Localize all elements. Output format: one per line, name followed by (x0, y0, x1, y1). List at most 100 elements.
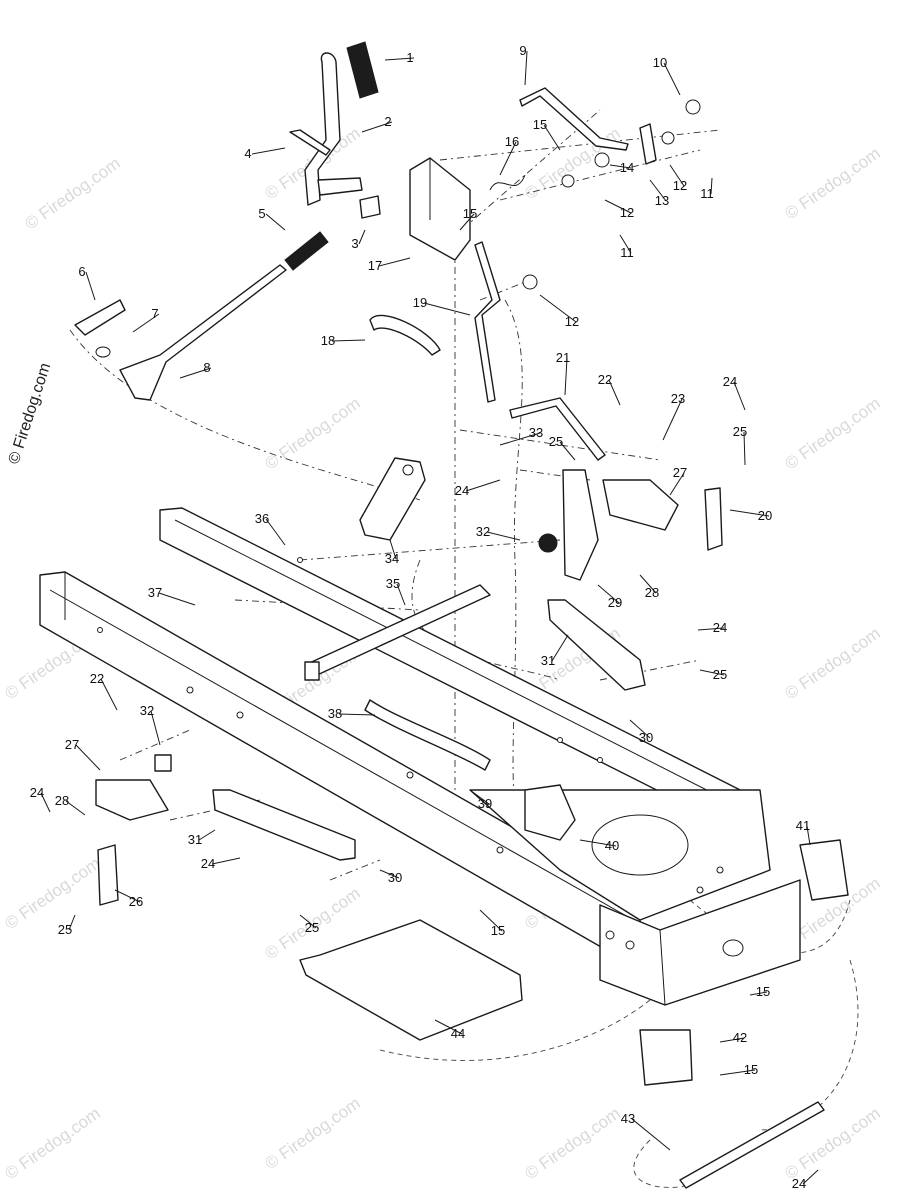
callout-number: 24 (723, 374, 737, 389)
callout-number: 15 (491, 923, 505, 938)
callout-number: 32 (140, 703, 154, 718)
watermark-text: © Firedog.com (781, 394, 883, 474)
callout-number: 3 (351, 236, 358, 251)
callout-number: 24 (713, 620, 727, 635)
leader-line (465, 479, 501, 492)
leader-line (719, 1069, 756, 1076)
callout-number: 31 (541, 653, 555, 668)
callout-22: 22 (598, 372, 621, 406)
torsion-spring (489, 174, 526, 191)
leader-line (806, 825, 811, 846)
lift-lever (304, 52, 341, 206)
callout-number: 12 (620, 205, 634, 220)
leader-line (469, 789, 490, 805)
callout-16: 16 (499, 134, 519, 176)
leader-line (265, 213, 286, 231)
callout-number: 25 (549, 434, 563, 449)
callout-25: 25 (699, 667, 727, 682)
washer (95, 346, 111, 358)
leader-line (358, 229, 366, 245)
bolt (289, 129, 331, 156)
callout-19: 19 (413, 295, 471, 316)
callout-number: 15 (744, 1062, 758, 1077)
callout-17: 17 (368, 257, 411, 273)
link-bar (704, 487, 723, 551)
callout-2: 2 (361, 114, 393, 133)
bearing (538, 533, 558, 553)
callout-number: 20 (758, 508, 772, 523)
callout-number: 19 (413, 295, 427, 310)
hanger-bar-left (212, 789, 356, 861)
leader-line (434, 1019, 463, 1035)
spring-anchor-bracket (524, 784, 576, 841)
leader-line (361, 121, 393, 133)
callout-number: 40 (605, 838, 619, 853)
callout-number: 10 (653, 55, 667, 70)
pivot-link (639, 123, 657, 165)
callout-number: 24 (455, 483, 469, 498)
watermark-text: © Firedog.com (21, 154, 123, 234)
leader-line (68, 914, 76, 931)
leader-line (40, 792, 51, 813)
axle-bracket (602, 479, 679, 531)
watermark-text: © Firedog.com (261, 1094, 363, 1174)
leader-line (697, 627, 725, 631)
callout-6: 6 (78, 264, 96, 301)
callout-31: 31 (188, 829, 216, 847)
callout-number: 36 (255, 511, 269, 526)
leader-line (699, 669, 725, 676)
callout-25: 25 (299, 914, 319, 935)
callout-15: 15 (459, 206, 477, 231)
leader-line (564, 357, 568, 396)
callout-number: 38 (328, 706, 342, 721)
callout-30: 30 (629, 719, 653, 745)
leader-line (629, 719, 651, 739)
callout-27: 27 (669, 465, 687, 496)
bearing-left (154, 754, 172, 772)
leader-line (251, 147, 286, 155)
leader-line (486, 531, 521, 541)
callout-5: 5 (258, 206, 286, 231)
callout-number: 11 (620, 245, 634, 260)
seat-opening (591, 814, 689, 876)
watermark-text: © Firedog.com (781, 624, 883, 704)
callout-number: 28 (55, 793, 69, 808)
callout-number: 11 (700, 186, 714, 201)
callout-33: 33 (499, 425, 543, 446)
lift-plate (562, 469, 599, 581)
leader-line (65, 800, 86, 816)
callout-12: 12 (604, 199, 634, 220)
callout-41: 41 (796, 818, 811, 846)
callout-number: 43 (621, 1111, 635, 1126)
callout-number: 30 (388, 870, 402, 885)
leader-line (524, 50, 528, 86)
callout-24: 24 (697, 620, 727, 635)
callout-42: 42 (719, 1030, 747, 1045)
leader-line (710, 177, 713, 195)
callout-number: 16 (505, 134, 519, 149)
callout-number: 12 (673, 178, 687, 193)
leader-line (719, 1037, 745, 1043)
leader-line (639, 574, 657, 594)
watermark-text: © Firedog.com (261, 394, 363, 474)
shift-rod (119, 264, 287, 401)
callout-number: 25 (733, 424, 747, 439)
lever-plate (359, 195, 381, 219)
callout-number: 14 (620, 160, 634, 175)
leader-line (423, 302, 471, 316)
deck-hanger-left (639, 1029, 693, 1086)
callout-21: 21 (556, 350, 570, 396)
callout-number: 37 (148, 585, 162, 600)
callout-25: 25 (733, 424, 747, 466)
callout-number: 31 (188, 832, 202, 847)
callout-38: 38 (328, 706, 376, 721)
leader-line (299, 914, 317, 929)
callout-12: 12 (669, 164, 687, 193)
callout-24: 24 (792, 1169, 819, 1191)
leader-line (499, 141, 517, 176)
callout-number: 28 (645, 585, 659, 600)
callout-24: 24 (201, 856, 241, 871)
callout-number: 23 (671, 391, 685, 406)
callout-28: 28 (639, 574, 659, 600)
